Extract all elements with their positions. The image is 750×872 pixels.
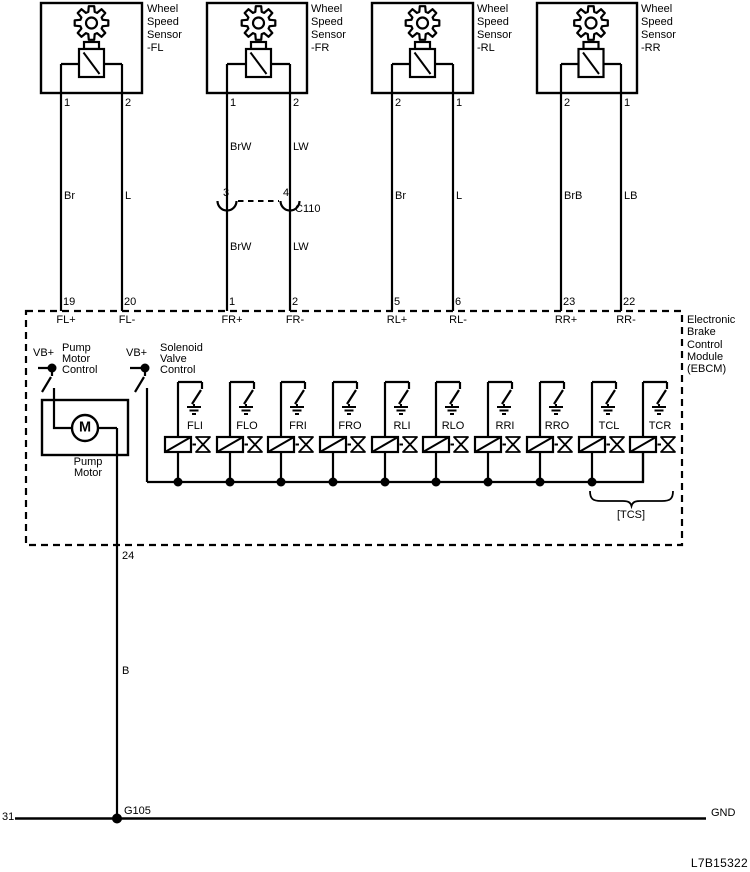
- sensor-box-rl: [370, 1, 475, 95]
- pump-motor-control-label: Pump Motor Control: [62, 342, 98, 376]
- wire-color-label: L: [456, 190, 463, 202]
- pin-number: 1: [456, 97, 463, 109]
- gear-sensor-icon-rr: [574, 6, 608, 77]
- wire-color-label: Br: [395, 190, 406, 202]
- valve-rli: [370, 380, 419, 484]
- valve-label: TCR: [648, 420, 672, 432]
- ground-point-label: G105: [124, 805, 151, 817]
- ebcm-pin-number: 2: [292, 296, 299, 308]
- wire-color-label: LB: [624, 190, 638, 202]
- ebcm-pin-number: 22: [623, 296, 636, 308]
- sensor-box-fr: [205, 1, 309, 95]
- ebcm-pin-number: 19: [63, 296, 76, 308]
- ebcm-boundary: [24, 309, 684, 547]
- ebcm-pin-signal: RR+: [554, 314, 578, 326]
- solenoid-valve-control-switch: [130, 363, 150, 482]
- wire-color-label: LW: [293, 141, 309, 153]
- sensor-boxes: [39, 1, 639, 95]
- valve-fri: [266, 380, 315, 484]
- sensor-fl-label: Wheel Speed Sensor -FL: [147, 3, 182, 54]
- ebcm-pin-number: 5: [394, 296, 401, 308]
- valve-label: RRO: [544, 420, 570, 432]
- valve-fli: [163, 380, 212, 484]
- ground-left-terminal: 31: [2, 811, 15, 823]
- valve-label: FRO: [338, 420, 362, 432]
- valve-label: TCL: [598, 420, 620, 432]
- wire-color-label: BrB: [564, 190, 583, 202]
- pump-motor-control-switch: [38, 363, 72, 430]
- valve-rri: [473, 380, 522, 484]
- solenoid-bus: [147, 452, 645, 484]
- ebcm-pin-signal: RL-: [449, 314, 467, 326]
- ebcm-pin-signal: FL+: [56, 314, 76, 326]
- wire-color-label: Br: [64, 190, 75, 202]
- ebcm-pin-number: 6: [455, 296, 462, 308]
- connector-pin-number: 4: [282, 187, 290, 199]
- solenoid-valves: [163, 380, 677, 487]
- sensor-rr-label: Wheel Speed Sensor -RR: [641, 3, 676, 54]
- ebcm-pin-signal: FR+: [221, 314, 243, 326]
- gear-sensor-icon-fr: [242, 6, 276, 77]
- valve-label: FLI: [187, 420, 203, 432]
- vb-plus-label: VB+: [33, 347, 55, 359]
- motor-m-symbol: M: [78, 419, 92, 436]
- wire-color-label: L: [125, 190, 132, 202]
- wire-color-label: BrW: [230, 141, 252, 153]
- g105-junction-dot: [112, 813, 122, 824]
- ebcm-output-pin-number: 24: [122, 550, 135, 562]
- pin-number: 2: [293, 97, 300, 109]
- pin-number: 1: [230, 97, 237, 109]
- wire-color-label: LW: [293, 241, 309, 253]
- pump-motor-symbol: [40, 398, 130, 819]
- pump-motor-label: Pump Motor: [73, 456, 103, 479]
- sensor-box-fl: [39, 1, 144, 95]
- valve-label: FRI: [289, 420, 307, 432]
- motor-circle-icon: [70, 413, 100, 443]
- connector-c110-symbol: [216, 200, 301, 212]
- connector-name: C110: [295, 203, 321, 215]
- tcs-brace: [589, 490, 674, 510]
- connector-pin-number: 3: [222, 187, 230, 199]
- ebcm-pin-signal: FR-: [285, 314, 305, 326]
- ebcm-pin-signal: RL+: [386, 314, 408, 326]
- ebcm-pin-number: 20: [124, 296, 137, 308]
- sensor-fr-label: Wheel Speed Sensor -FR: [311, 3, 346, 54]
- ebcm-pin-signal: FL-: [118, 314, 136, 326]
- pin-number: 1: [64, 97, 71, 109]
- valve-flo: [215, 380, 264, 484]
- ebcm-pin-number: 1: [229, 296, 236, 308]
- valve-rro: [525, 380, 574, 484]
- valve-label: FLO: [236, 420, 258, 432]
- tcs-label: [TCS]: [616, 509, 646, 521]
- pin-number: 2: [395, 97, 402, 109]
- valve-tcl: [577, 380, 626, 484]
- gear-sensor-icon-fl: [75, 6, 109, 77]
- sensor-box-rr: [535, 1, 639, 95]
- ground-rail: [15, 813, 706, 824]
- ebcm-pin-signal: RR-: [616, 314, 636, 326]
- sensor-rl-label: Wheel Speed Sensor -RL: [477, 3, 512, 54]
- pin-number: 2: [564, 97, 571, 109]
- gear-sensor-icon-rl: [406, 6, 440, 77]
- valve-label: RLI: [393, 420, 411, 432]
- valve-tcr: [628, 380, 677, 484]
- ebcm-title: Electronic Brake Control Module (EBCM): [687, 314, 736, 376]
- ebcm-pin-number: 23: [563, 296, 576, 308]
- wire-color-label: BrW: [230, 241, 252, 253]
- valve-label: RRI: [495, 420, 515, 432]
- pin-number: 2: [125, 97, 132, 109]
- vb-plus-label: VB+: [126, 347, 148, 359]
- sensor-wires: [59, 62, 623, 311]
- bus-junction-dots: [173, 477, 597, 487]
- valve-fro: [318, 380, 367, 484]
- solenoid-valve-control-label: Solenoid Valve Control: [160, 342, 203, 376]
- diagram-id: L7B15322: [690, 856, 748, 870]
- valve-rlo: [421, 380, 470, 484]
- pin-number: 1: [624, 97, 631, 109]
- wire-color-label: B: [122, 665, 130, 677]
- ground-right-terminal: GND: [711, 807, 736, 819]
- valve-label: RLO: [441, 420, 465, 432]
